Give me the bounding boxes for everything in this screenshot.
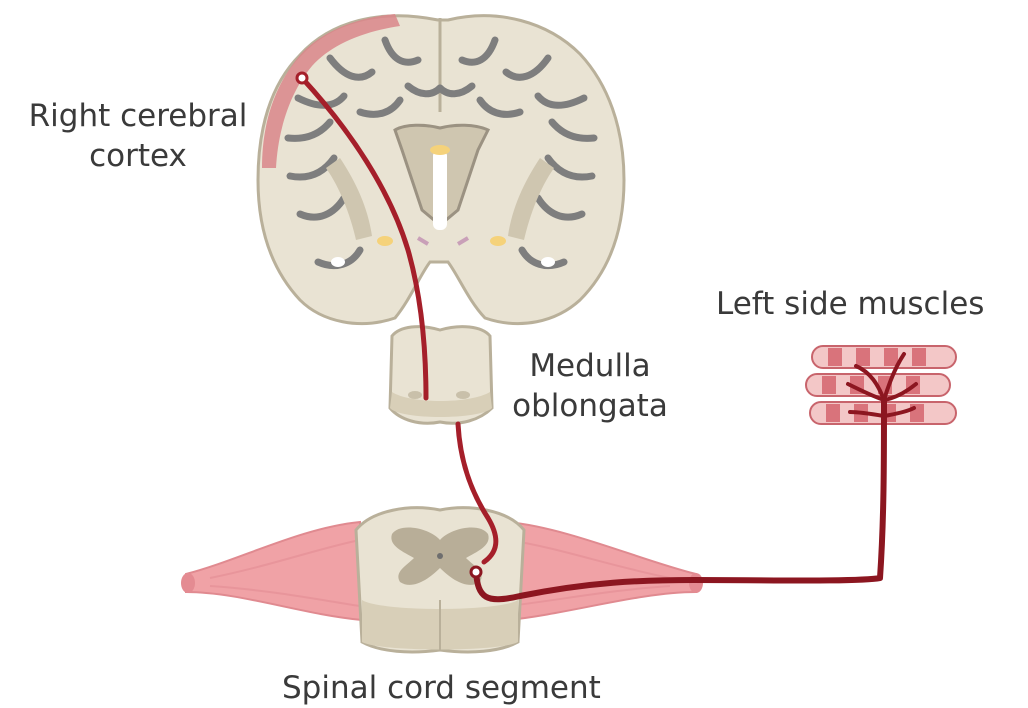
label-medulla-line1: Medulla — [512, 346, 668, 386]
label-medulla-line2: oblongata — [512, 386, 668, 426]
label-left-side-muscles: Left side muscles — [716, 284, 984, 324]
motor-neuron-body-icon — [471, 567, 481, 577]
left-spinal-nerve — [186, 522, 362, 620]
right-spinal-nerve — [508, 522, 696, 620]
label-spinal-cord-segment: Spinal cord segment — [282, 668, 601, 708]
spinal-cord-segment — [356, 508, 524, 652]
muscle-fiber — [812, 346, 956, 368]
label-cortex-line1: Right cerebral — [18, 96, 258, 136]
label-medulla-oblongata: Medulla oblongata — [512, 346, 668, 426]
cortex-neuron-body-icon — [297, 73, 307, 83]
medulla-oblongata — [390, 327, 492, 424]
label-right-cerebral-cortex: Right cerebral cortex — [18, 96, 258, 176]
label-cortex-line2: cortex — [18, 136, 258, 176]
brain-coronal-section — [258, 14, 624, 324]
